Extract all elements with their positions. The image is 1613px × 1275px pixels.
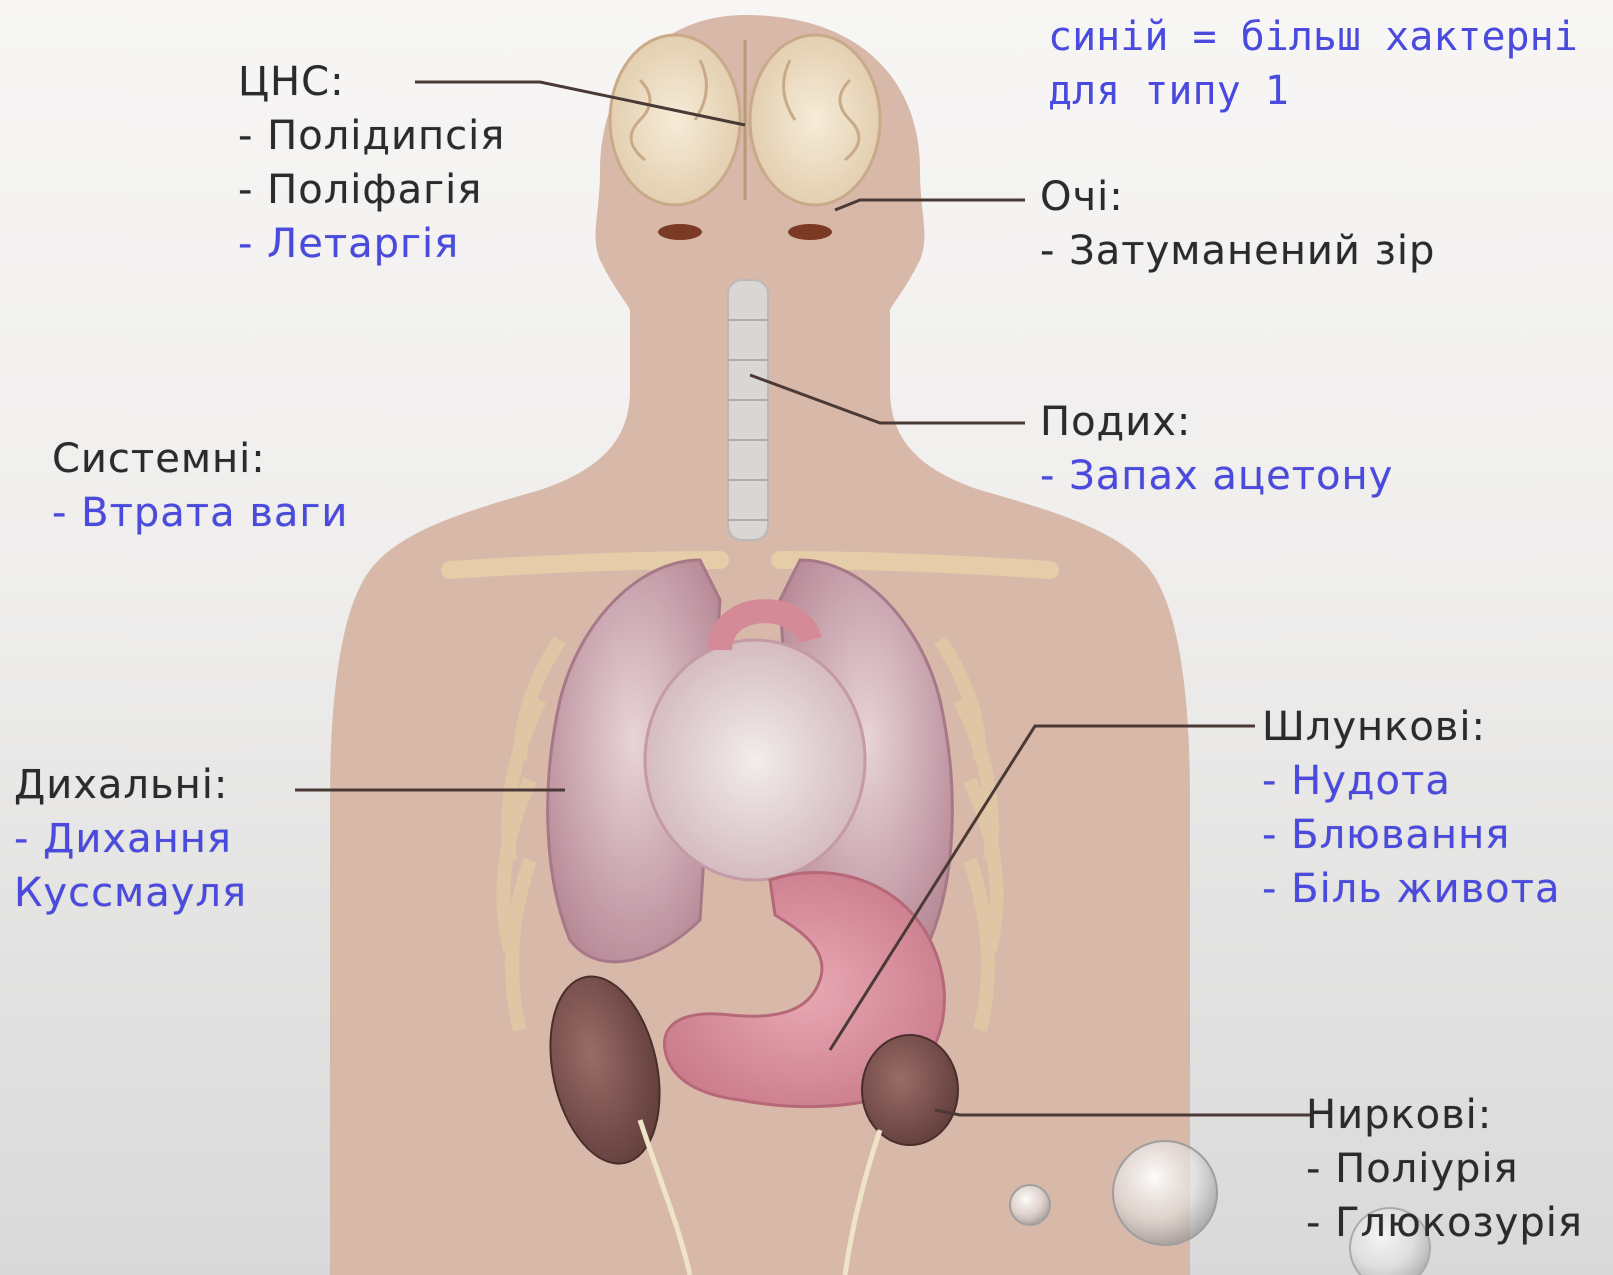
symptom-item: - Блювання <box>1262 808 1560 862</box>
symptom-item: - Поліфагія <box>238 163 505 217</box>
brain-icon <box>610 35 880 205</box>
trachea-icon <box>728 280 768 540</box>
symptom-item: - Глюкозурія <box>1306 1196 1583 1250</box>
legend-line-1: синій = більш хактерні <box>1048 10 1578 64</box>
group-title: Системні: <box>52 432 348 486</box>
symptom-item: - Полідипсія <box>238 109 505 163</box>
legend-line-2: для типу 1 <box>1048 64 1578 118</box>
symptom-item: - Поліурія <box>1306 1142 1583 1196</box>
symptom-item: - Нудота <box>1262 754 1560 808</box>
group-title: Шлункові: <box>1262 700 1560 754</box>
group-eyes: Очі: - Затуманений зір <box>1040 170 1435 278</box>
group-title: Очі: <box>1040 170 1435 224</box>
group-respiratory: Дихальні: - Дихання Куссмауля <box>14 758 247 920</box>
symptom-item: Куссмауля <box>14 866 247 920</box>
group-breath: Подих: - Запах ацетону <box>1040 395 1393 503</box>
heart-icon <box>645 640 865 880</box>
bubble-small-icon <box>1010 1185 1050 1225</box>
symptom-item: - Летаргія <box>238 217 505 271</box>
legend: синій = більш хактерні для типу 1 <box>1048 10 1578 118</box>
symptom-item: - Біль живота <box>1262 862 1560 916</box>
kidney-right-icon <box>862 1035 958 1145</box>
symptom-item: - Втрата ваги <box>52 486 348 540</box>
bubble-large-icon <box>1113 1141 1217 1245</box>
group-gastric: Шлункові: - Нудота - Блювання - Біль жив… <box>1262 700 1560 916</box>
symptom-item: - Дихання <box>14 812 247 866</box>
group-renal: Ниркові: - Поліурія - Глюкозурія <box>1306 1088 1583 1250</box>
group-title: Ниркові: <box>1306 1088 1583 1142</box>
eye-right-icon <box>788 224 832 240</box>
group-title: Дихальні: <box>14 758 247 812</box>
group-title: ЦНС: <box>238 55 505 109</box>
symptom-item: - Затуманений зір <box>1040 224 1435 278</box>
group-title: Подих: <box>1040 395 1393 449</box>
group-systemic: Системні: - Втрата ваги <box>52 432 348 540</box>
eye-left-icon <box>658 224 702 240</box>
group-cns: ЦНС: - Полідипсія - Поліфагія - Летаргія <box>238 55 505 271</box>
symptom-item: - Запах ацетону <box>1040 449 1393 503</box>
